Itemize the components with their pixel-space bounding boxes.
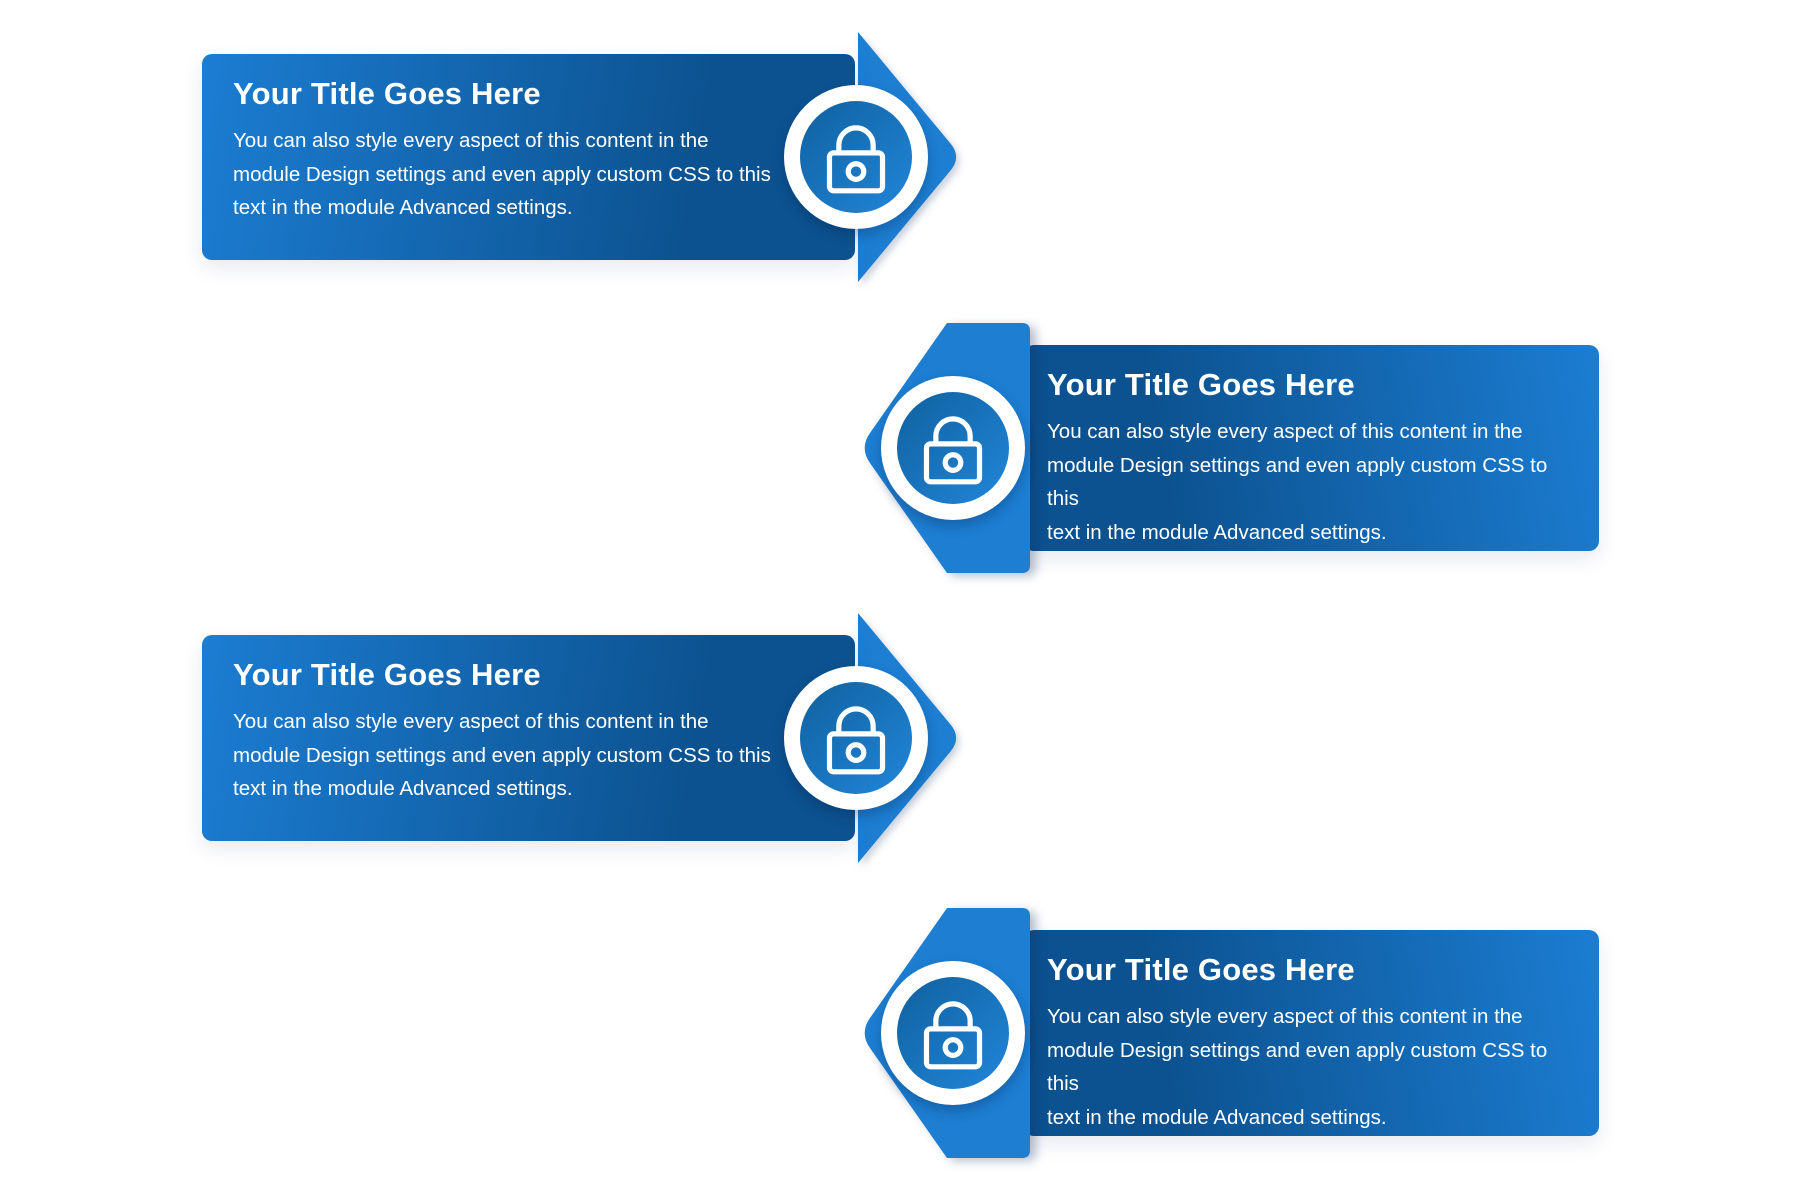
- card-title: Your Title Goes Here: [233, 76, 541, 111]
- card-body: You can also style every aspect of this …: [233, 129, 771, 219]
- lock-icon: [897, 392, 1009, 504]
- card-body: You can also style every aspect of this …: [233, 710, 771, 800]
- card-body: You can also style every aspect of this …: [1047, 1005, 1548, 1129]
- lock-badge: [784, 666, 928, 810]
- blurb-card: Your Title Goes Here You can also style …: [202, 635, 855, 841]
- lock-badge: [881, 376, 1025, 520]
- lock-badge: [881, 961, 1025, 1105]
- card-title: Your Title Goes Here: [1047, 367, 1355, 402]
- card-title: Your Title Goes Here: [233, 657, 541, 692]
- lock-icon: [897, 977, 1009, 1089]
- lock-icon: [800, 682, 912, 794]
- blurb-card: Your Title Goes Here You can also style …: [1024, 345, 1599, 551]
- blurb-card: Your Title Goes Here You can also style …: [1024, 930, 1599, 1136]
- card-body: You can also style every aspect of this …: [1047, 420, 1548, 544]
- card-title: Your Title Goes Here: [1047, 952, 1355, 987]
- lock-icon: [800, 101, 912, 213]
- lock-badge: [784, 85, 928, 229]
- blurb-card: Your Title Goes Here You can also style …: [202, 54, 855, 260]
